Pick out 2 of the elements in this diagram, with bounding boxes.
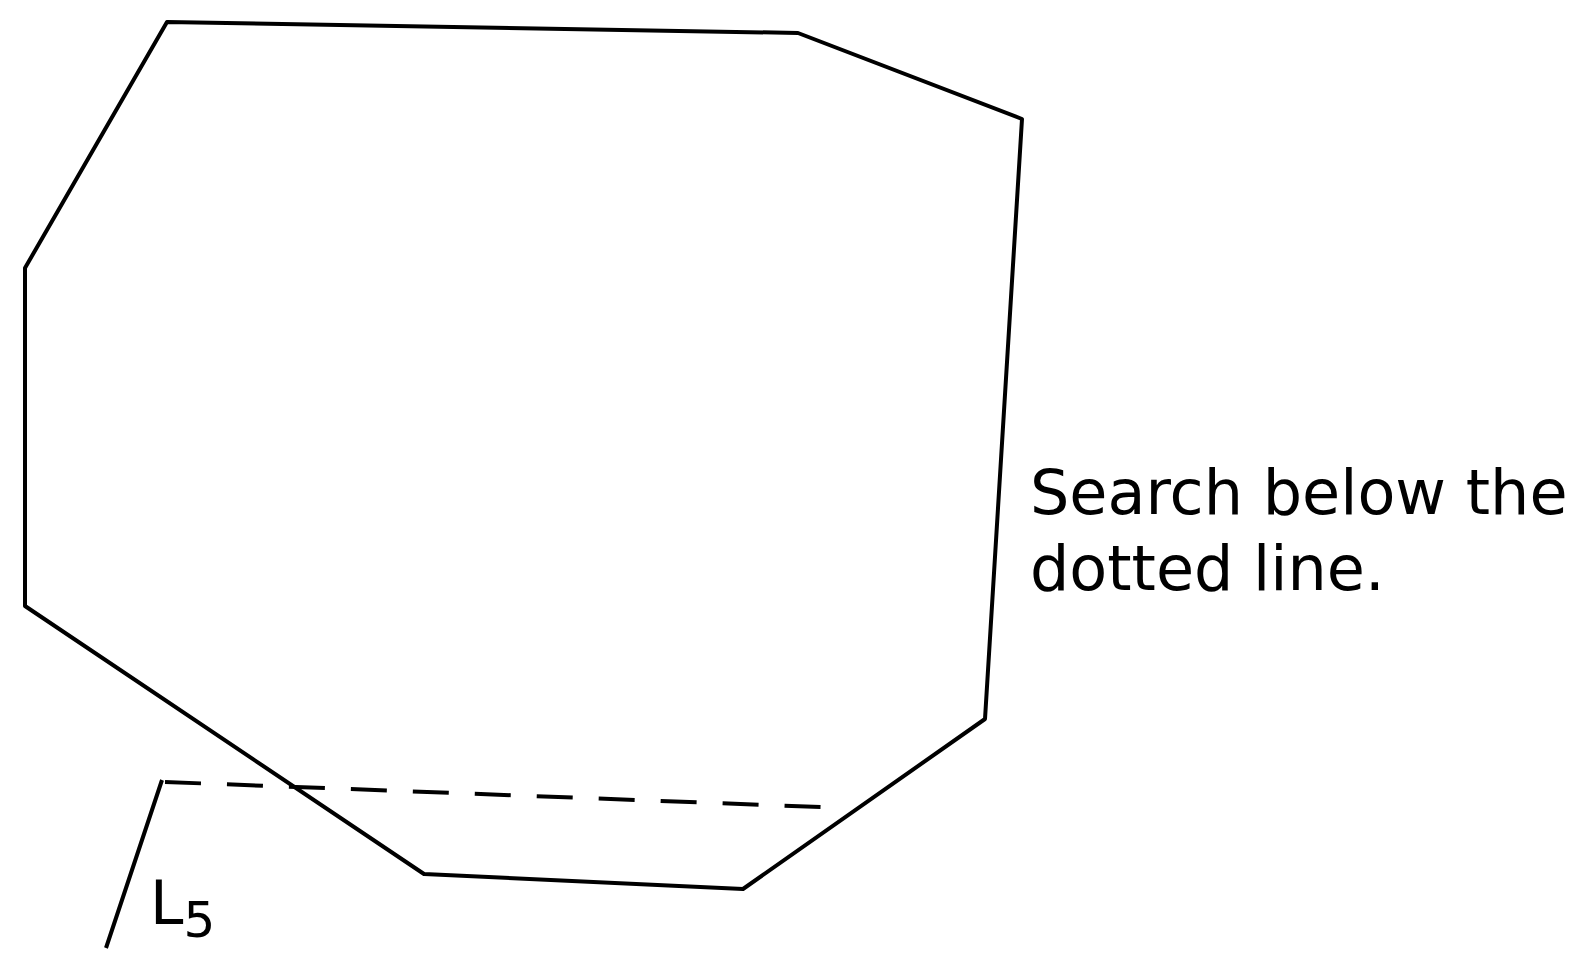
line-label: L$_{5}$ [150, 870, 216, 948]
instruction-note: Search below the dotted line. [1030, 455, 1569, 607]
